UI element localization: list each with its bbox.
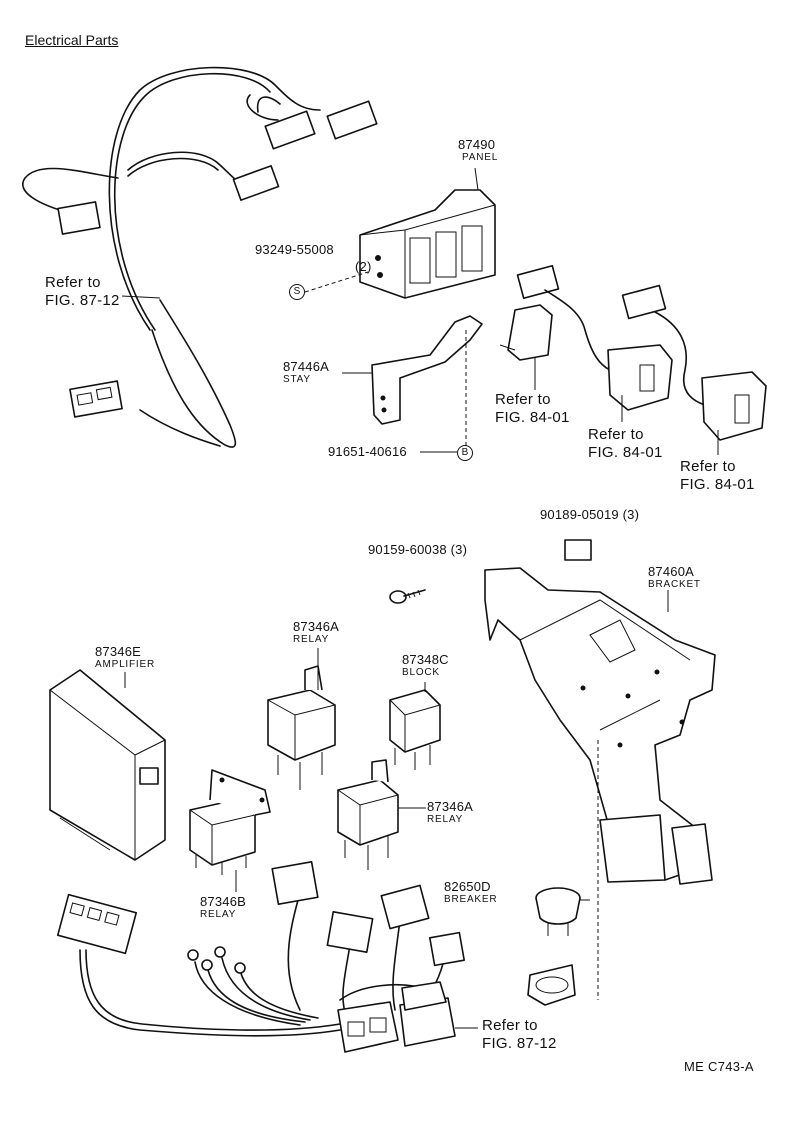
breaker-name: BREAKER	[444, 894, 498, 905]
amplifier-number: 87346E	[95, 644, 142, 659]
stay-part-drawing	[371, 315, 483, 425]
bracket-name: BRACKET	[648, 579, 701, 590]
switch-right-drawing	[621, 284, 767, 441]
bottom-wire-harness	[56, 861, 466, 1053]
figure-code: ME C743-A	[684, 1059, 754, 1074]
relay-b-name: RELAY	[200, 909, 237, 920]
relay-top-name: RELAY	[293, 634, 330, 645]
switch-mid-drawing	[516, 264, 673, 411]
bracket-drawing	[484, 567, 716, 885]
stay-screw-number: 91651-40616	[328, 444, 407, 459]
ref-harness-top-line2: FIG. 87-12	[45, 292, 120, 309]
panel-screw-qty: (2)	[355, 259, 372, 274]
ref-switch-cover-line1: Refer to	[495, 391, 551, 408]
leader-lines	[121, 167, 719, 1029]
panel-part-drawing	[359, 189, 496, 299]
callout-s: S	[289, 284, 305, 300]
relay-mid-drawing	[337, 759, 399, 870]
ref-switch-right-line1: Refer to	[680, 458, 736, 475]
relay-b-drawing	[189, 769, 271, 875]
bracket-number: 87460A	[648, 564, 695, 579]
callout-b: B	[457, 445, 473, 461]
panel-screw-number: 93249-55008	[255, 242, 334, 257]
panel-screw-leader	[304, 271, 369, 293]
relay-top-number: 87346A	[293, 619, 340, 634]
breaker-number: 82650D	[444, 879, 491, 894]
panel-name: PANEL	[462, 152, 499, 163]
panel-number: 87490	[458, 137, 496, 152]
bolt-drawing	[389, 589, 426, 604]
relay-mid-name: RELAY	[427, 814, 464, 825]
block-number: 87348C	[402, 652, 449, 667]
top-wire-harness	[22, 66, 378, 448]
amplifier-name: AMPLIFIER	[95, 659, 155, 670]
clip-nut-drawing	[564, 539, 592, 561]
bolt-number: 90159-60038 (3)	[368, 542, 468, 557]
switch-cover-drawing	[499, 304, 553, 361]
block-drawing	[389, 689, 441, 770]
page-title: Electrical Parts	[25, 32, 119, 48]
relay-top-drawing	[267, 665, 336, 790]
breaker-drawing	[527, 887, 581, 1006]
relay-mid-number: 87346A	[427, 799, 474, 814]
relay-b-number: 87346B	[200, 894, 247, 909]
ref-switch-cover-line2: FIG. 84-01	[495, 409, 570, 426]
ref-switch-right-line2: FIG. 84-01	[680, 476, 755, 493]
ref-harness-top-line1: Refer to	[45, 274, 101, 291]
amplifier-drawing	[49, 669, 166, 861]
block-name: BLOCK	[402, 667, 440, 678]
stay-name: STAY	[283, 374, 311, 385]
ref-harness-bottom-line2: FIG. 87-12	[482, 1035, 557, 1052]
ref-switch-mid-line2: FIG. 84-01	[588, 444, 663, 461]
clip-nut-number: 90189-05019 (3)	[540, 507, 640, 522]
ref-switch-mid-line1: Refer to	[588, 426, 644, 443]
stay-number: 87446A	[283, 359, 330, 374]
ref-harness-bottom-line1: Refer to	[482, 1017, 538, 1034]
